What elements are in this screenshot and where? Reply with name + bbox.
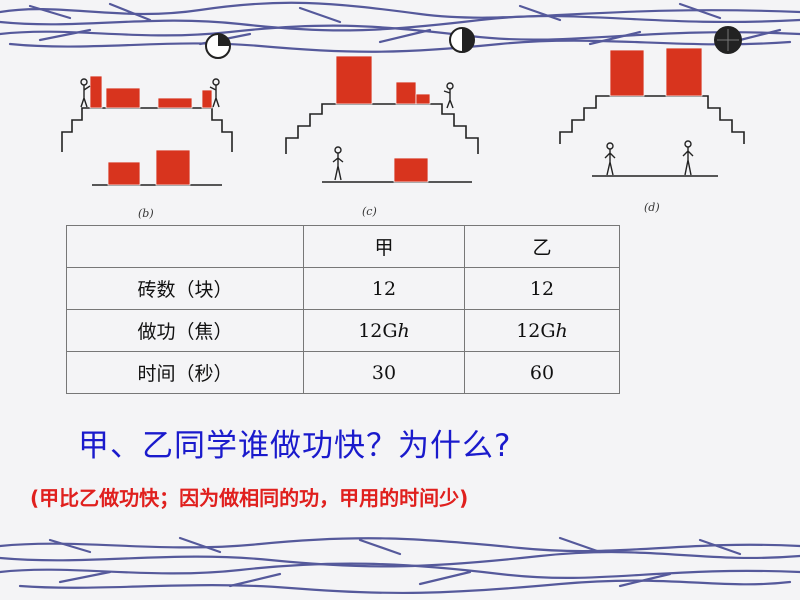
person-figures	[80, 78, 220, 108]
question-text: 甲、乙同学谁做功快？为什么?	[78, 428, 512, 464]
illustration-c	[285, 55, 479, 183]
caption-d: (d)	[644, 201, 660, 214]
yi-value: 12Gh	[464, 309, 620, 352]
person-figures	[604, 140, 694, 176]
table-row: 时间（秒） 30 60	[66, 351, 620, 394]
row-label: 做功（焦）	[66, 309, 304, 352]
yi-value: 12	[464, 267, 620, 310]
bottom-decorative-border	[0, 536, 800, 595]
clock-icon-half	[449, 27, 475, 53]
clock-icon-quarter	[205, 33, 231, 59]
brick-stacks	[609, 47, 703, 97]
yi-value: 60	[464, 351, 620, 394]
illustration-d	[559, 47, 745, 177]
row-label: 时间（秒）	[66, 351, 304, 394]
table-header-cell	[66, 225, 304, 268]
jia-value: 12	[303, 267, 465, 310]
clock-icon-full	[714, 26, 742, 54]
brick-stacks	[335, 55, 431, 183]
illustration-b	[61, 75, 233, 186]
work-comparison-table: 甲 乙 砖数（块） 12 12 做功（焦） 12Gh 12Gh 时间（秒） 30…	[66, 225, 620, 394]
row-label: 砖数（块）	[66, 267, 304, 310]
brick-stacks	[89, 75, 213, 186]
table-header-cell: 乙	[464, 225, 620, 268]
person-figures	[332, 82, 454, 181]
answer-text: (甲比乙做功快；因为做相同的功，甲用的时间少)	[30, 486, 469, 510]
top-decorative-border	[0, 1, 800, 53]
caption-b: (b)	[138, 207, 154, 220]
table-header-row: 甲 乙	[66, 225, 620, 268]
jia-value: 12Gh	[303, 309, 465, 352]
table-header-cell: 甲	[303, 225, 465, 268]
caption-c: (c)	[362, 205, 377, 218]
table-row: 砖数（块） 12 12	[66, 267, 620, 310]
table-row: 做功（焦） 12Gh 12Gh	[66, 309, 620, 352]
jia-value: 30	[303, 351, 465, 394]
